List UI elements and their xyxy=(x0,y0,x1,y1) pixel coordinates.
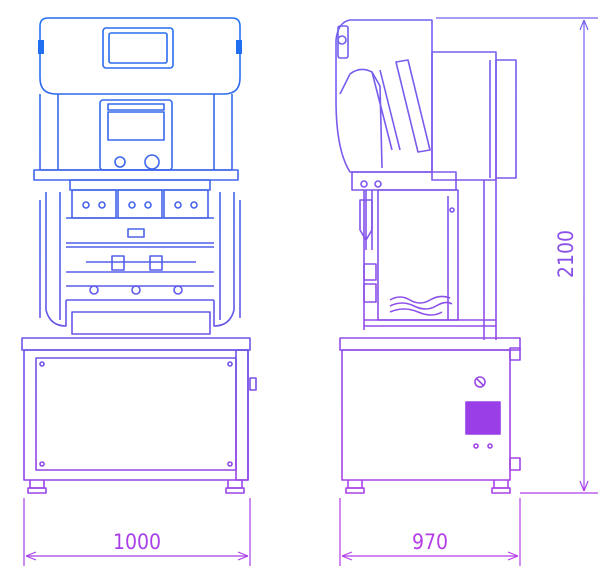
dim-side-depth-label: 970 xyxy=(412,530,448,554)
side-base-cabinet xyxy=(339,337,521,494)
front-ram-area xyxy=(66,179,214,301)
dim-side-depth xyxy=(339,498,521,566)
dim-height xyxy=(436,17,598,494)
side-main-switch xyxy=(474,376,486,388)
front-panel-display xyxy=(107,111,165,141)
front-selector-switch xyxy=(114,156,126,168)
housing-clip-right xyxy=(236,40,242,54)
front-top-housing xyxy=(38,17,242,95)
front-touchscreen xyxy=(108,32,168,64)
side-tool-cabinet xyxy=(363,189,496,330)
front-base-cabinet xyxy=(21,337,257,494)
side-view xyxy=(335,19,521,494)
dimension-lines xyxy=(23,17,598,566)
dim-front-width xyxy=(23,498,251,566)
front-view xyxy=(21,17,257,494)
front-touchscreen-frame xyxy=(102,27,174,69)
front-control-panel xyxy=(33,94,239,181)
front-frame xyxy=(39,192,241,335)
side-ram xyxy=(351,171,457,250)
front-stop-button xyxy=(144,154,160,170)
side-column xyxy=(431,51,517,340)
dim-front-width-label: 1000 xyxy=(113,530,161,554)
dim-height-label: 2100 xyxy=(554,230,578,278)
housing-clip-left xyxy=(38,40,44,54)
side-head-housing xyxy=(335,19,433,173)
side-control-panel xyxy=(465,401,501,435)
